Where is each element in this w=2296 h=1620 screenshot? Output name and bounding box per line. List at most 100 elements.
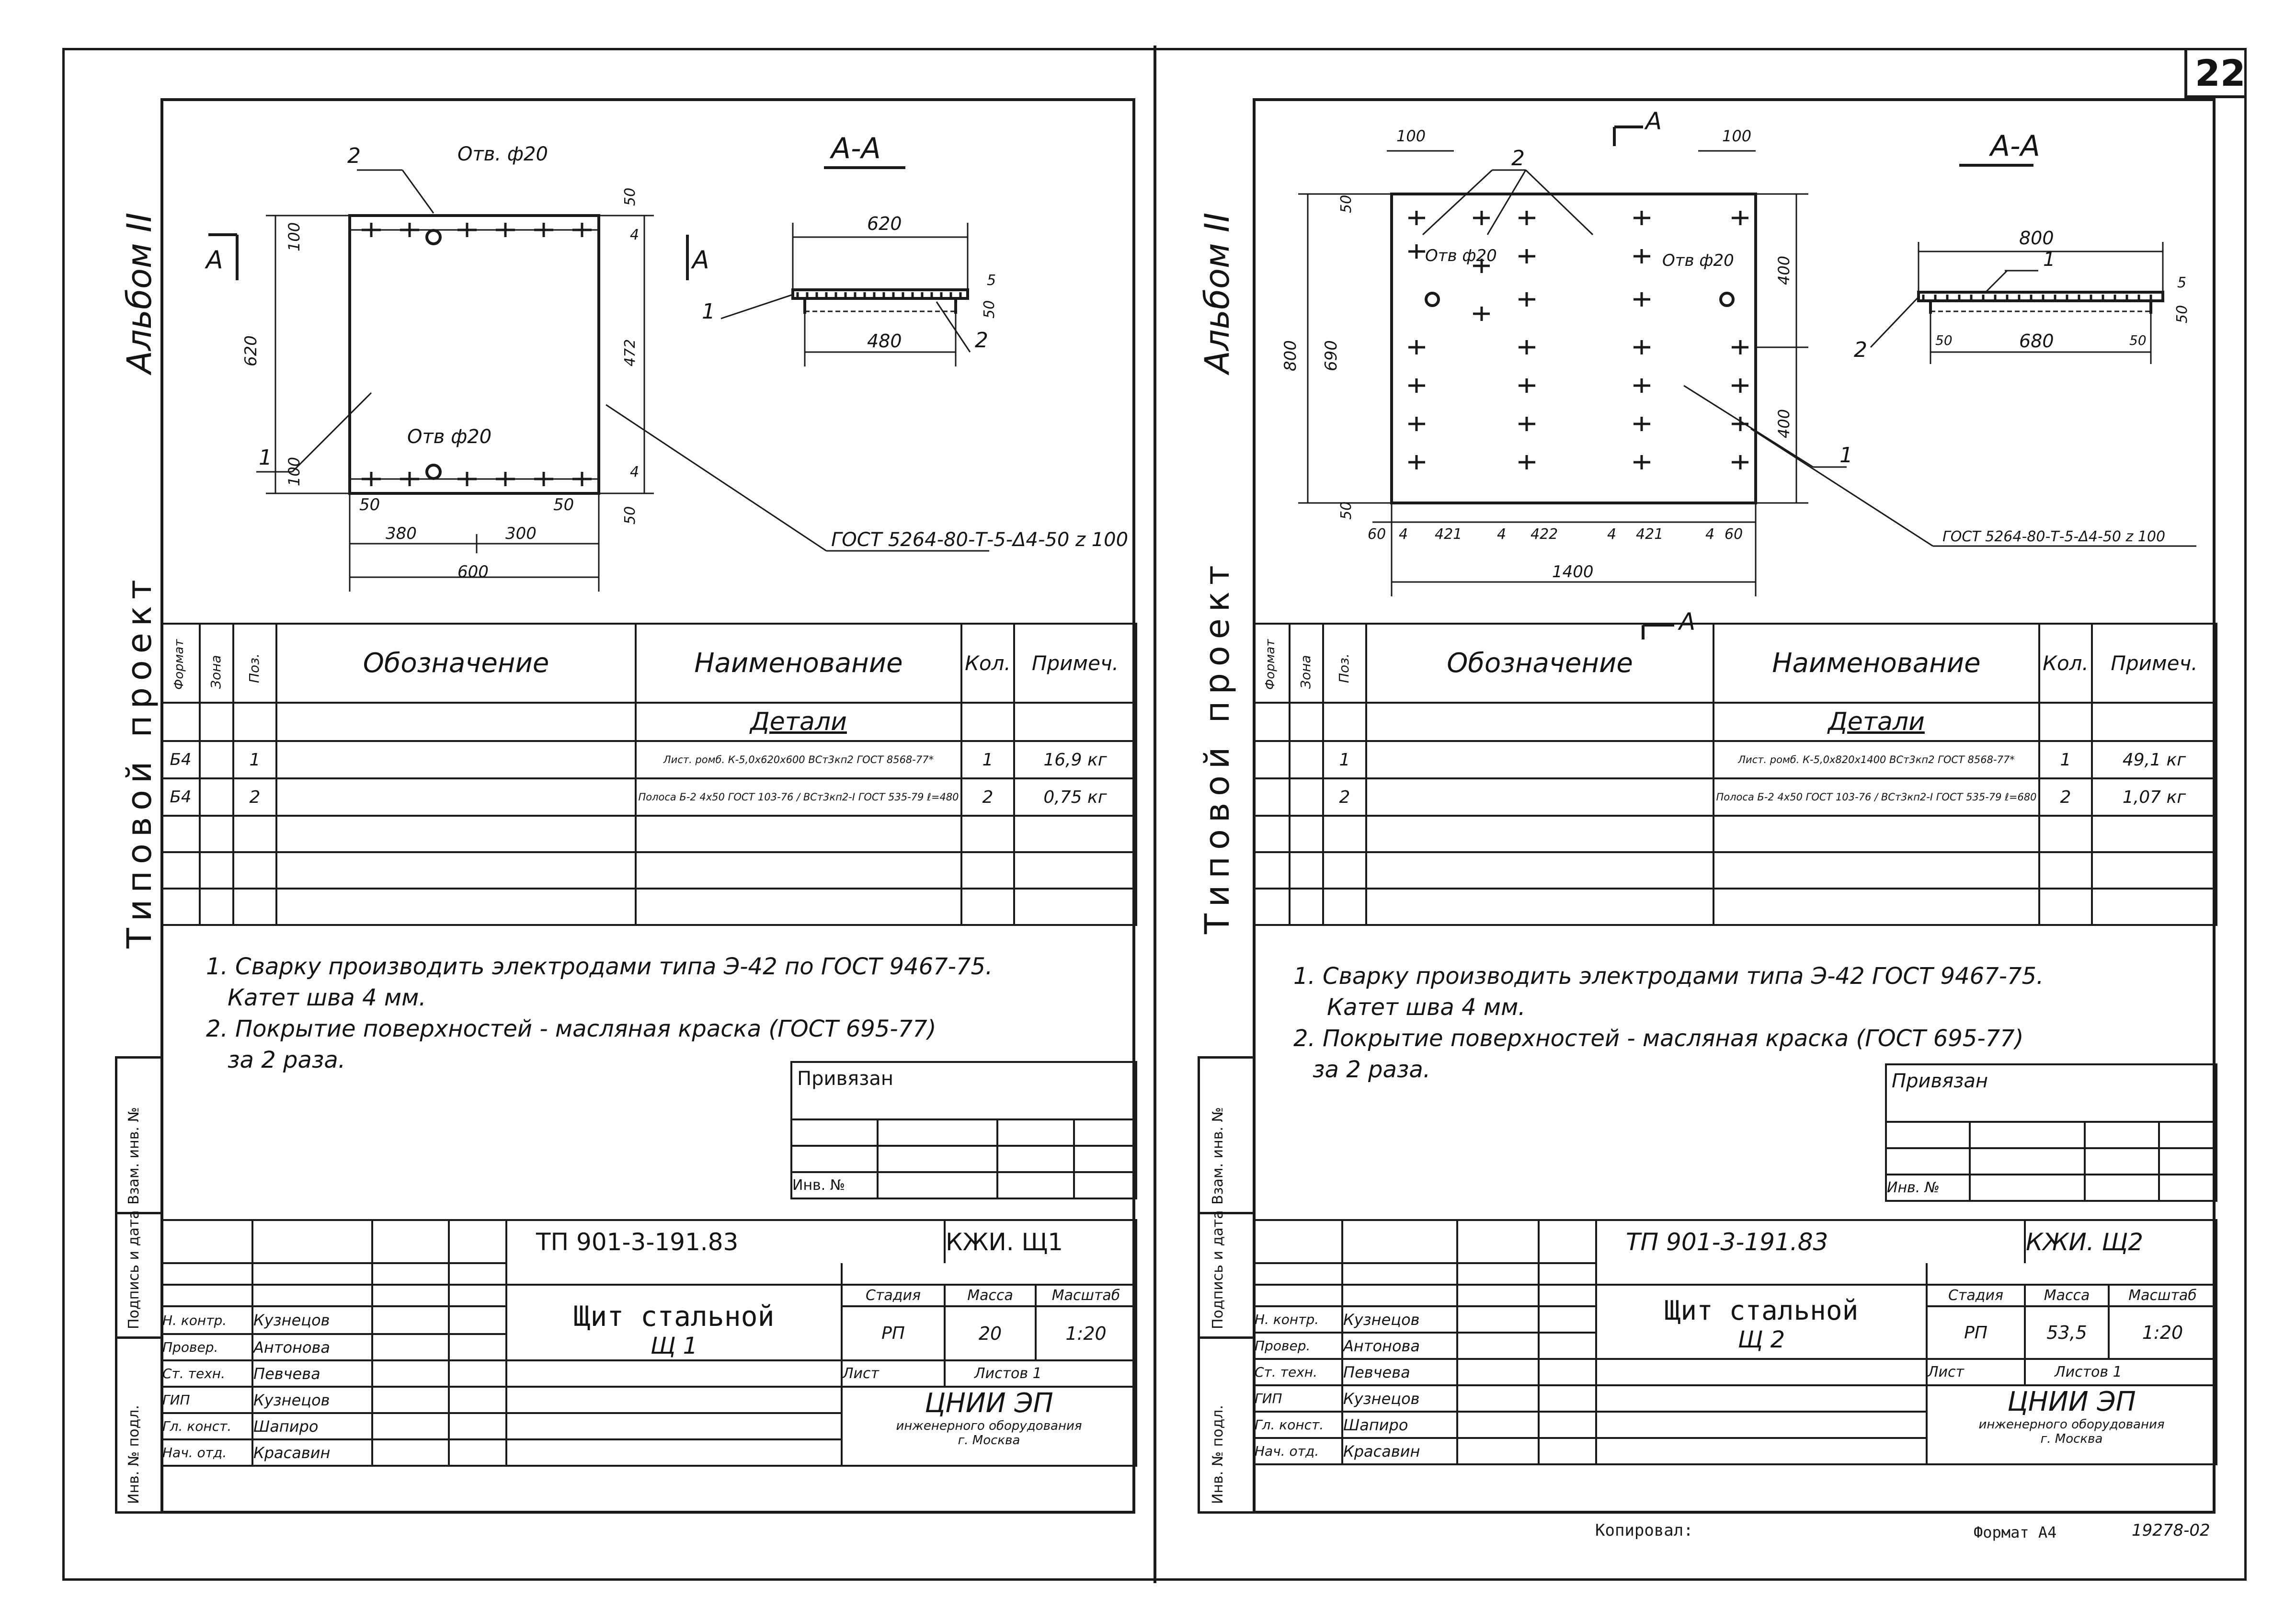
role-row: Нач. отд. Красавин <box>1253 1437 2216 1465</box>
privyazan-block-left: Привязан Инв. № <box>790 1061 1138 1199</box>
dim-1400: 1400 <box>1552 562 1594 582</box>
role-row: ГИП Кузнецов ЦНИИ ЭП инженерного оборудо… <box>1253 1384 2218 1465</box>
hole-label-b: Отв ф20 <box>1662 251 1734 270</box>
dim-400-a: 400 <box>1775 256 1793 285</box>
project-label-right: Типовой проект <box>1198 559 1237 934</box>
spec-header-note: Примеч. <box>1013 623 1137 704</box>
dim-4-b: 4 <box>1497 526 1506 543</box>
dim-50-top: 50 <box>622 188 639 206</box>
hole-label-top: Отв. ф20 <box>457 143 548 165</box>
page-number-box <box>2184 48 2247 98</box>
spec-header-name: Наименование <box>1713 623 2040 704</box>
dim-50-bottom: 50 <box>622 506 639 525</box>
cut-mark-right: А <box>691 246 709 274</box>
dim-100-bottom: 100 <box>285 457 303 486</box>
album-label-right: Альбом II <box>1198 212 1237 374</box>
section-dim-620: 620 <box>867 213 902 234</box>
margin-label-vzam: Взам. инв. № <box>126 1107 142 1205</box>
note-line-1: 1. Сварку производить электродами типа Э… <box>206 953 993 980</box>
role-row: Ст. техн. Певчева Лист Листов 1 <box>1253 1358 2218 1386</box>
dim-300: 300 <box>505 524 537 543</box>
margin-strip-left <box>115 1056 160 1514</box>
section-dim-50-l: 50 <box>1935 332 1953 348</box>
role-row: Провер. Антонова <box>1253 1332 2216 1360</box>
dim-50-left: 50 <box>359 495 380 514</box>
spec-header-format: Формат <box>1253 623 1291 704</box>
role-row: Провер. Антонова <box>160 1333 1136 1361</box>
spec-header-note: Примеч. <box>2091 623 2217 704</box>
margin-label-vzam-right: Взам. инв. № <box>1210 1107 1226 1205</box>
spec-row: Б4 1 Лист. ромб. К-5,0х620х600 ВСт3кп2 Г… <box>160 740 1137 779</box>
margin-strip-line <box>1198 1336 1253 1339</box>
role-row: Гл. конст. Шапиро <box>1253 1411 2216 1439</box>
dim-100-top: 100 <box>285 222 303 251</box>
pos-2-label: 2 <box>1511 146 1525 171</box>
dim-421-a: 421 <box>1435 526 1462 543</box>
margin-strip-line <box>115 1212 160 1214</box>
title-block-left: ТП 901-3-191.83 КЖИ. Щ1 Щит стальной Щ 1… <box>160 1219 1138 1467</box>
dim-50-right: 50 <box>553 495 574 514</box>
margin-label-inv: Инв. № подл. <box>126 1405 142 1504</box>
note-line-4: за 2 раза. <box>228 1047 346 1073</box>
section-dim-680: 680 <box>2019 331 2054 352</box>
title-block-right: ТП 901-3-191.83 КЖИ. Щ2 Щит стальной Щ 2… <box>1253 1219 2218 1465</box>
pos-2-label: 2 <box>347 144 361 168</box>
hole-label-a: Отв ф20 <box>1425 246 1497 265</box>
project-label: Типовой проект <box>120 573 159 948</box>
privyazan-label: Привязан <box>790 1061 1138 1120</box>
section-dim-50: 50 <box>2174 305 2191 323</box>
dim-4-a: 4 <box>630 227 639 243</box>
dim-4-b: 4 <box>630 464 639 480</box>
dim-620-vert: 620 <box>241 335 261 366</box>
section-label: А-А <box>829 132 881 165</box>
note-line-1: 1. Сварку производить электродами типа Э… <box>1293 963 2044 990</box>
role-row: ГИП Кузнецов ЦНИИ ЭП инженерного оборудо… <box>160 1386 1138 1467</box>
margin-strip-line <box>115 1336 160 1339</box>
dim-4-d: 4 <box>1705 526 1714 543</box>
dim-4-a: 4 <box>1399 526 1408 543</box>
note-line-2: Катет шва 4 мм. <box>228 984 426 1011</box>
margin-label-inv-right: Инв. № подл. <box>1210 1405 1226 1504</box>
title-sheet-code: КЖИ. Щ2 <box>2024 1219 2218 1263</box>
drawing-plan-right: 100 100 2 А А А-А Отв ф20 Отв ф20 800 69… <box>1281 107 2196 639</box>
spec-header-zone: Зона <box>1289 623 1324 704</box>
role-row: Н. контр. Кузнецов РП 20 1:20 <box>160 1305 1138 1361</box>
spec-header-qty: Кол. <box>2038 623 2093 704</box>
pos-1-label: 1 <box>259 445 272 470</box>
dim-421-b: 421 <box>1636 526 1663 543</box>
spec-section-title: Детали <box>635 702 962 742</box>
format-label: Формат А4 <box>1974 1523 2057 1541</box>
dim-380: 380 <box>386 524 417 543</box>
section-dim-5: 5 <box>987 272 996 289</box>
privyazan-block-right: Привязан Инв. № <box>1885 1063 2218 1202</box>
margin-strip-line <box>1198 1212 1253 1214</box>
spec-row: 1 Лист. ромб. К-5,0х820х1400 ВСт3кп2 ГОС… <box>1253 740 2217 779</box>
title-code: ТП 901-3-191.83 <box>1595 1219 2026 1263</box>
section-pos-1: 1 <box>702 299 715 324</box>
weld-marks-left <box>362 223 962 486</box>
dim-4-c: 4 <box>1607 526 1616 543</box>
section-dim-800: 800 <box>2019 228 2054 249</box>
title-name: Щит стальной Щ 1 <box>505 1284 843 1361</box>
section-label: А-А <box>1988 129 2040 163</box>
inv-no-label: Инв. № <box>1885 1174 1971 1202</box>
role-row: Нач. отд. Красавин <box>160 1438 1136 1467</box>
gost-note: ГОСТ 5264-80-Т-5-Δ4-50 z 100 <box>831 529 1128 551</box>
spec-header-zone: Зона <box>199 623 234 704</box>
dim-100-b: 100 <box>1722 127 1751 145</box>
spec-table-left: Формат Зона Поз. Обозначение Наименовани… <box>160 623 1137 926</box>
org-block: ЦНИИ ЭП инженерного оборудования г. Моск… <box>840 1386 1138 1467</box>
spec-header-name: Наименование <box>635 623 962 704</box>
hole-label-bottom: Отв ф20 <box>407 426 491 448</box>
pos-1-label: 1 <box>1839 443 1853 468</box>
margin-label-sign-right: Подпись и дата <box>1210 1210 1226 1330</box>
dim-800-vert: 800 <box>1281 340 1300 371</box>
title-name: Щит стальной Щ 2 <box>1595 1284 1928 1360</box>
spec-header-designation: Обозначение <box>275 623 637 704</box>
dim-60-right: 60 <box>1725 526 1743 543</box>
note-line-3: 2. Покрытие поверхностей - масляная крас… <box>1293 1025 2024 1052</box>
dim-60: 60 <box>1368 526 1386 543</box>
section-pos-2: 2 <box>1854 338 1867 362</box>
drawing-plan-left: Отв. ф20 Отв ф20 2 1 А А А-А 600 380 300… <box>205 132 1128 592</box>
spec-header-pos: Поз. <box>1322 623 1367 704</box>
